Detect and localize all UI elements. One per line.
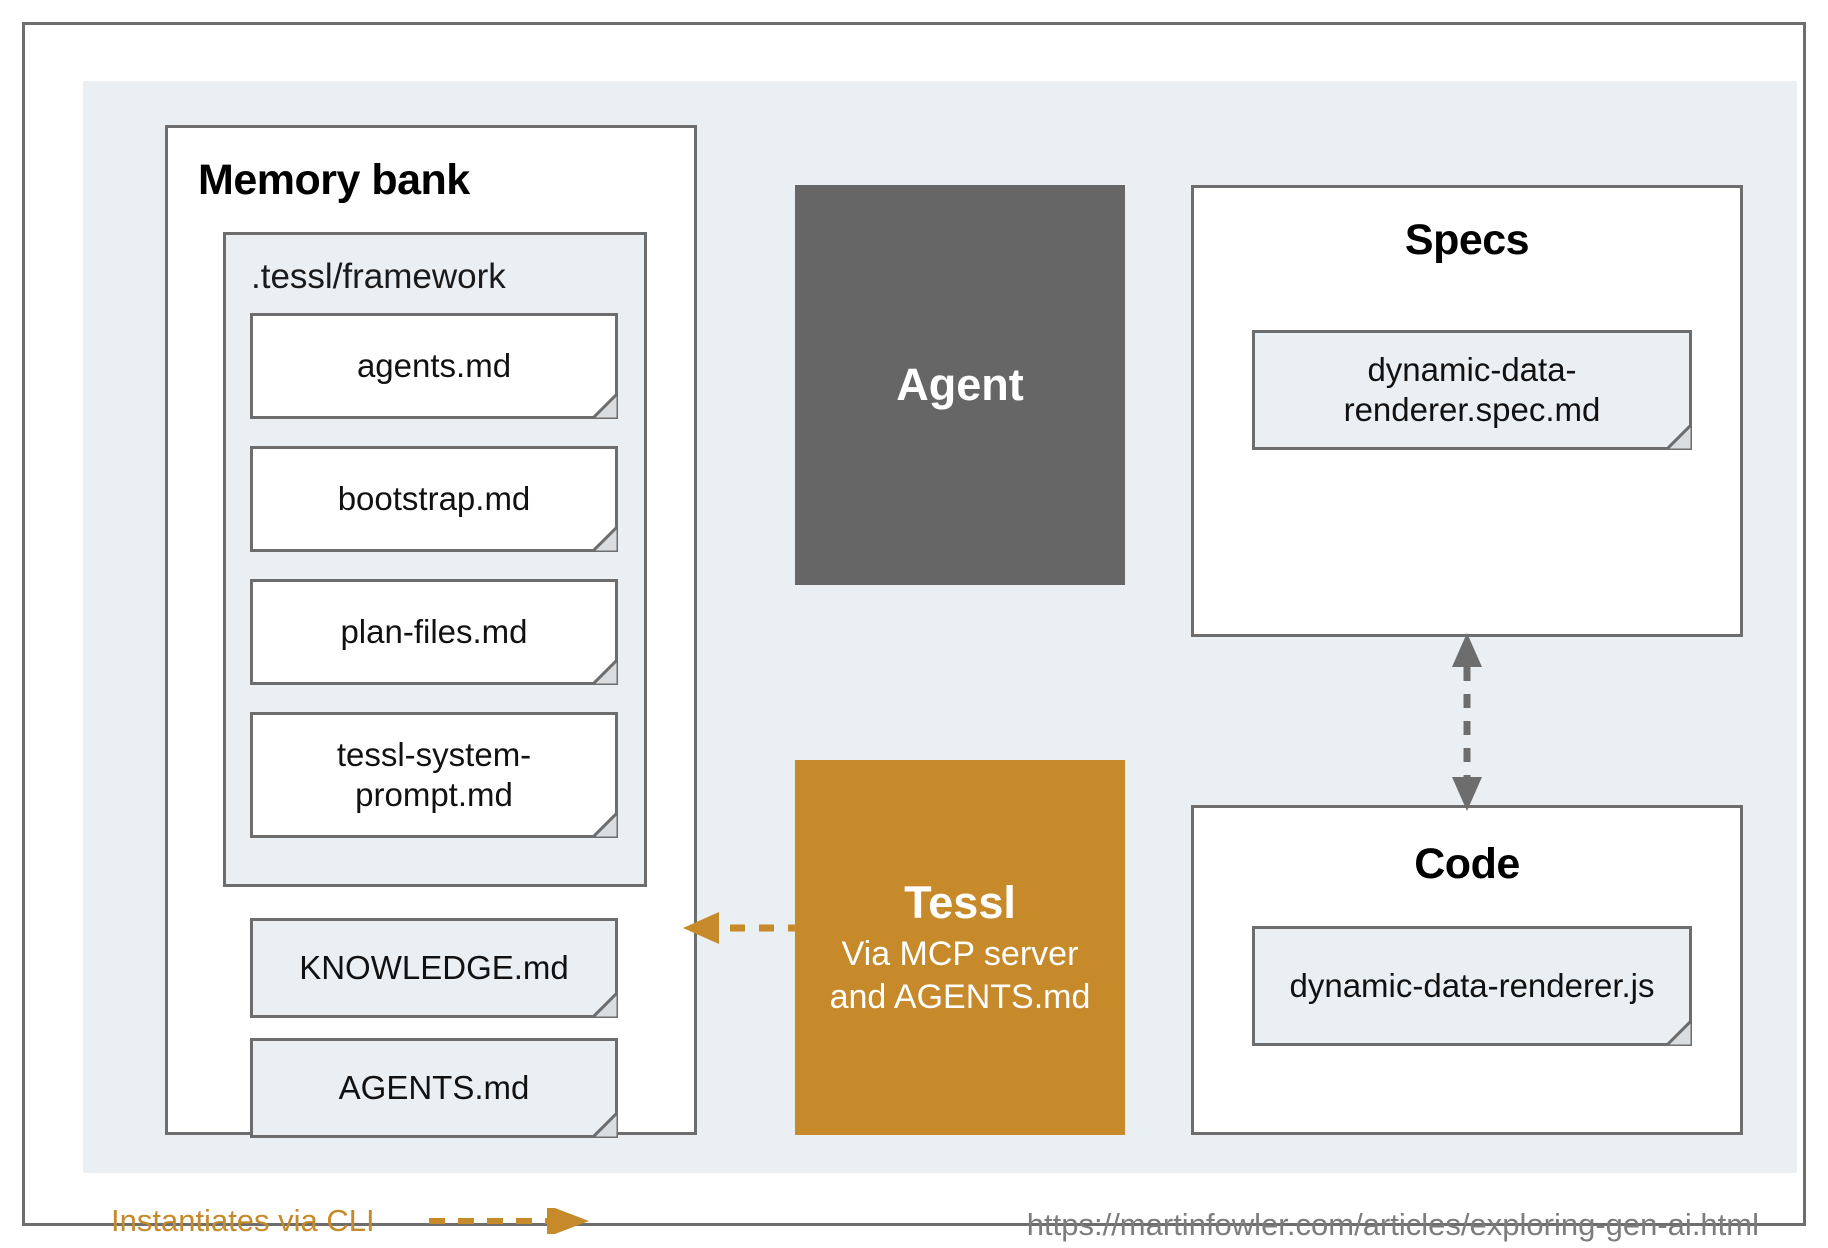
page-fold-icon [1666,424,1692,450]
legend: Instantiates via CLI [111,1203,589,1239]
file-card-bootstrap-md[interactable]: bootstrap.md [250,446,618,552]
code-panel: Code dynamic-data-renderer.js [1191,805,1743,1135]
specs-panel: Specs dynamic-data-renderer.spec.md [1191,185,1743,637]
file-card-label: tessl-system-prompt.md [336,735,532,813]
file-card-label: plan-files.md [340,612,528,650]
tessl-framework-title: .tessl/framework [251,257,506,296]
specs-title: Specs [1404,216,1530,264]
source-url: https://martinfowler.com/articles/explor… [1026,1207,1759,1242]
file-card-label: AGENTS.md [338,1068,530,1106]
page-fold-icon [592,526,618,552]
file-card-label: dynamic-data-renderer.js [1289,966,1655,1004]
page-fold-icon [592,992,618,1018]
tessl-title: Tessl [904,876,1016,928]
tessl-to-memory-bank-arrow-icon [683,912,803,944]
file-card-tessl-system-prompt-md[interactable]: tessl-system-prompt.md [250,712,618,838]
file-card-agents-md[interactable]: agents.md [250,313,618,419]
page-fold-icon [1666,1020,1692,1046]
code-title: Code [1414,840,1520,888]
tessl-block[interactable]: Tessl Via MCP server and AGENTS.md [795,760,1125,1135]
memory-bank-panel: Memory bank .tessl/framework agents.md b… [165,125,697,1138]
file-card-label: bootstrap.md [337,479,531,517]
specs-code-bidirectional-arrow-icon [1452,633,1482,811]
page-fold-icon [592,1112,618,1138]
file-card-label: KNOWLEDGE.md [299,948,569,986]
file-card-label: agents.md [356,346,512,384]
agent-block[interactable]: Agent [795,185,1125,585]
file-card-spec-md[interactable]: dynamic-data-renderer.spec.md [1252,330,1692,450]
file-card-renderer-js[interactable]: dynamic-data-renderer.js [1252,926,1692,1046]
memory-bank-title: Memory bank [198,156,470,204]
page-fold-icon [592,393,618,419]
file-card-knowledge-md[interactable]: KNOWLEDGE.md [250,918,618,1018]
agent-label: Agent [896,359,1024,410]
outer-frame: Memory bank .tessl/framework agents.md b… [22,22,1806,1242]
tessl-subtitle-line-1: Via MCP server [841,934,1079,973]
legend-label: Instantiates via CLI [111,1203,375,1238]
file-card-label: dynamic-data-renderer.spec.md [1343,350,1601,428]
page-fold-icon [592,812,618,838]
file-card-plan-files-md[interactable]: plan-files.md [250,579,618,685]
legend-dashed-arrow-icon [428,1208,589,1234]
tessl-subtitle-line-2: and AGENTS.md [829,977,1091,1016]
file-card-agents-root-md[interactable]: AGENTS.md [250,1038,618,1138]
page-fold-icon [592,659,618,685]
